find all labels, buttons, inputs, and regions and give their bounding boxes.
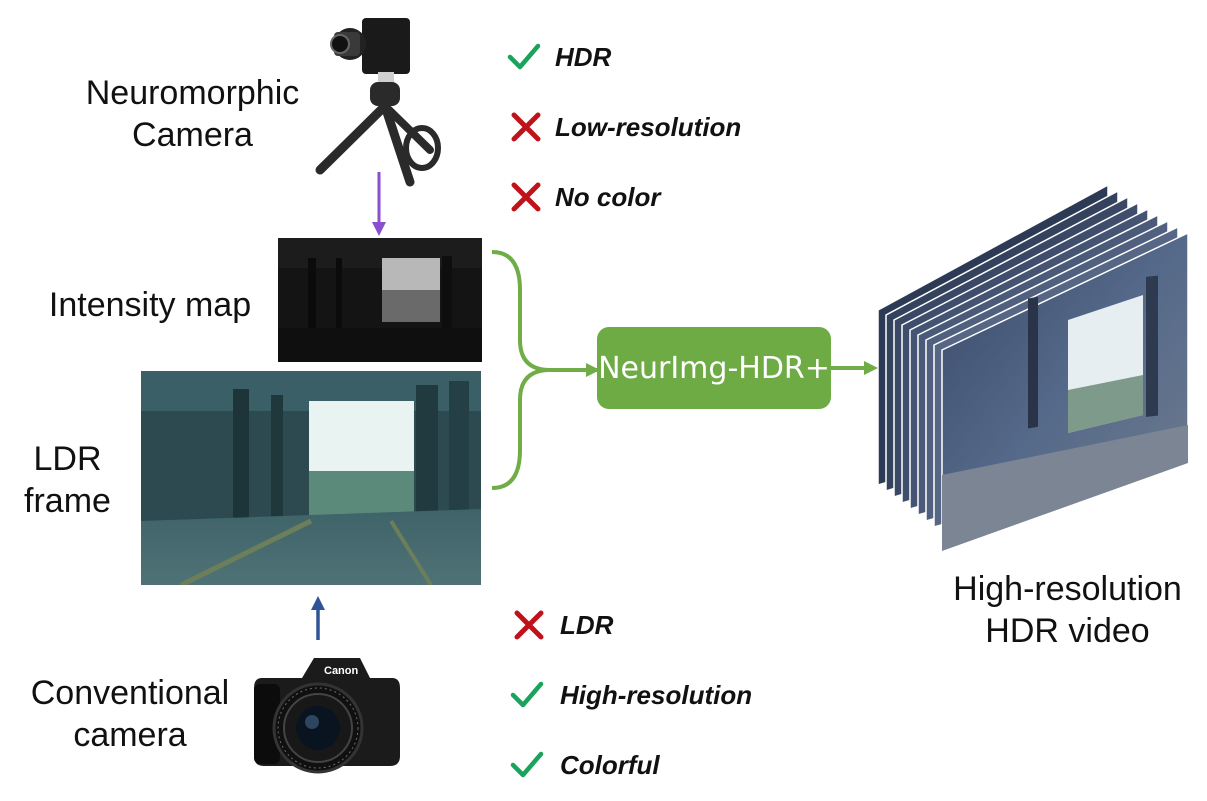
- intensity-map-label: Intensity map: [48, 286, 252, 324]
- prop-hdr: HDR: [505, 38, 805, 78]
- intensity-map-image: [278, 238, 482, 362]
- ldr-frame-label: LDR frame: [24, 440, 111, 520]
- conventional-to-ldr-arrow: [311, 596, 325, 640]
- cross-icon: [514, 610, 544, 640]
- prop-text: High-resolution: [560, 680, 753, 710]
- camera-brand: Canon: [324, 665, 359, 677]
- neuromorphic-camera-label: Neuromorphic Camera: [85, 74, 300, 154]
- prop-text: Colorful: [560, 750, 660, 780]
- prop-ldr: LDR: [508, 606, 808, 646]
- output-video-stack: [878, 183, 1189, 553]
- check-icon: [510, 751, 544, 778]
- prop-colorful: Colorful: [508, 746, 808, 786]
- merge-bracket: [491, 250, 600, 490]
- prop-text: HDR: [555, 42, 612, 72]
- cross-icon: [511, 182, 541, 212]
- neuromorphic-to-intensity-arrow: [372, 172, 386, 236]
- prop-text: Low-resolution: [555, 112, 742, 142]
- process-to-output-arrow: [830, 361, 878, 375]
- prop-text: No color: [555, 182, 661, 212]
- prop-no-color: No color: [505, 178, 805, 218]
- check-icon: [510, 681, 544, 708]
- conventional-camera-image: Canon: [254, 658, 400, 774]
- ldr-frame-image: [141, 371, 481, 585]
- neuromorphic-camera-image: [315, 18, 441, 187]
- prop-low-resolution: Low-resolution: [505, 108, 805, 148]
- prop-text: LDR: [560, 610, 614, 640]
- conventional-camera-label: Conventional camera: [30, 674, 230, 754]
- check-icon: [507, 43, 541, 70]
- neurimg-hdr-plus-box: NeurImg-HDR+: [597, 327, 831, 409]
- prop-high-resolution: High-resolution: [508, 676, 808, 716]
- output-label: High-resolution HDR video: [953, 570, 1182, 650]
- cross-icon: [511, 112, 541, 142]
